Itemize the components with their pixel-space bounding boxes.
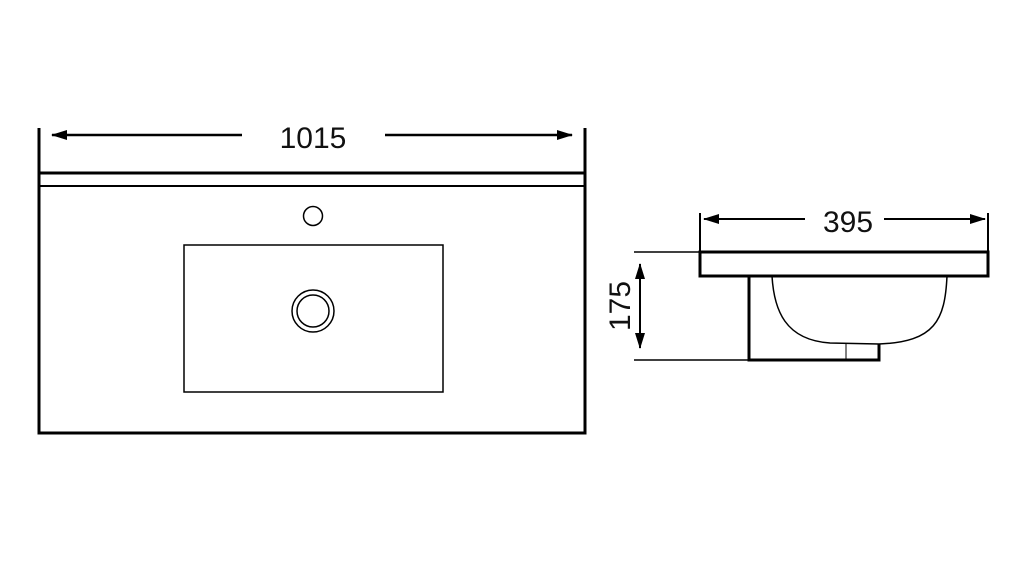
width-dimension-label: 1015 [280, 122, 347, 155]
bowl-curve [771, 275, 948, 345]
drain-outer-ring [291, 289, 335, 333]
side-view: 395 175 [604, 206, 990, 362]
countertop-outline [37, 171, 587, 435]
drain-inner-ring [296, 294, 330, 328]
basin-outline [183, 244, 444, 393]
faucet-hole [302, 205, 324, 227]
front-view: 1015 [37, 122, 587, 435]
depth-dimension-label: 395 [823, 206, 873, 239]
countertop-section [698, 250, 990, 278]
height-dimension-label: 175 [604, 281, 637, 331]
basin-body-outline [747, 276, 881, 362]
